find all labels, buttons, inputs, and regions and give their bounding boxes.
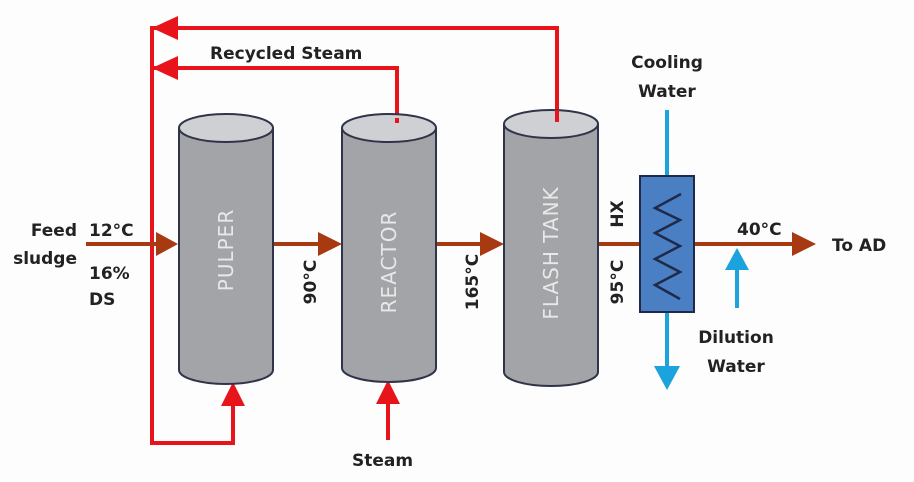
hx-coil-icon — [652, 192, 683, 301]
flash-tank-body — [503, 124, 599, 387]
reactor-top — [341, 113, 437, 143]
recycled-steam-label: Recycled Steam — [210, 44, 362, 64]
hx-box — [639, 175, 695, 313]
arrowhead-cooling-out — [654, 366, 680, 390]
pulper-body — [178, 128, 274, 385]
feed-label-line2: sludge — [13, 249, 77, 269]
outlet-temp: 40°C — [737, 220, 782, 240]
arrowhead-recycle-inner — [152, 56, 178, 80]
feed-solids-line2: DS — [89, 290, 115, 310]
arrowhead-to-ad — [792, 232, 816, 256]
sludge-flow — [86, 232, 816, 256]
recycle-steam-lines: Recycled Steam — [150, 16, 559, 445]
vessel-pulper: PULPER — [178, 113, 274, 385]
reactor-outlet-temp: 165°C — [463, 254, 483, 310]
hx-label: HX — [608, 200, 628, 227]
arrowhead-feed — [156, 232, 178, 256]
arrowhead-dilution — [725, 248, 749, 270]
flash-tank-label: FLASH TANK — [539, 186, 563, 319]
arrowhead-steam-input — [376, 380, 400, 404]
reactor-body — [341, 128, 437, 383]
dilution-label-line2: Water — [707, 357, 765, 377]
feed-temp: 12°C — [89, 221, 134, 241]
pulper-top — [178, 113, 274, 143]
reactor-label: REACTOR — [377, 211, 401, 314]
recycle-line-inner — [152, 66, 399, 118]
cooling-water-label-line2: Water — [638, 82, 696, 102]
outlet-label: To AD — [832, 236, 886, 256]
pulper-label: PULPER — [214, 209, 238, 291]
feed-solids-line1: 16% — [89, 264, 130, 284]
pulper-outlet-temp: 90°C — [301, 260, 321, 305]
feed-label-line1: Feed — [31, 221, 77, 241]
flash-tank-top — [503, 109, 599, 139]
arrowhead-pulper-bottom — [221, 382, 245, 406]
cooling-water: Cooling Water — [631, 53, 703, 390]
heat-exchanger — [639, 175, 695, 313]
vessel-flash-tank: FLASH TANK — [503, 109, 599, 387]
arrowhead-recycle-outer — [152, 16, 178, 40]
cooling-water-label-line1: Cooling — [631, 53, 703, 73]
vessel-reactor: REACTOR — [341, 113, 437, 383]
steam-label: Steam — [352, 451, 413, 471]
steam-input: Steam — [352, 380, 413, 471]
arrowhead-reactor-to-flash — [480, 232, 504, 256]
dilution-water: Dilution Water — [698, 248, 774, 377]
flash-outlet-temp: 95°C — [608, 260, 628, 305]
arrowhead-pulper-to-reactor — [318, 232, 342, 256]
dilution-label-line1: Dilution — [698, 328, 774, 348]
recycle-line-outer — [150, 26, 559, 445]
